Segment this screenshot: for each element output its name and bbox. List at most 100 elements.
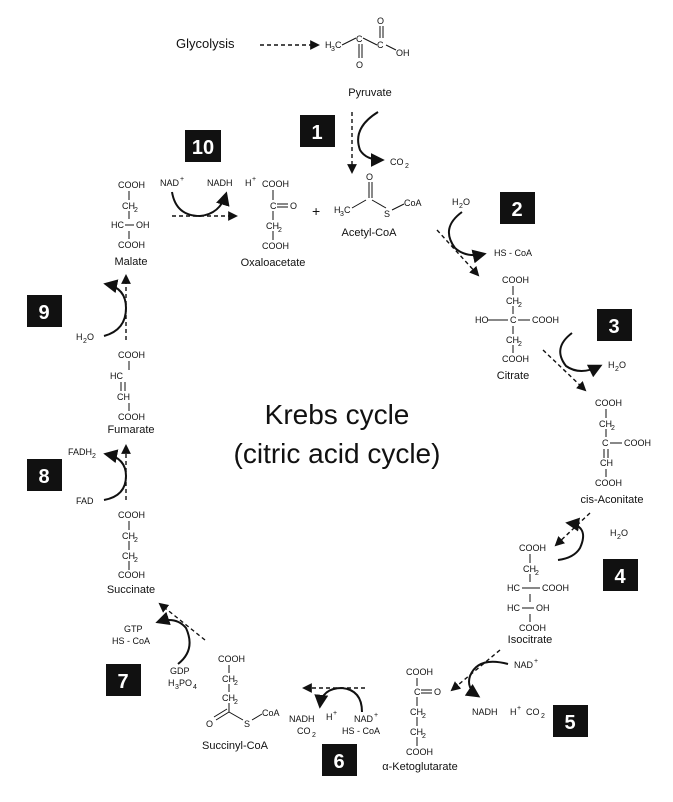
svg-text:O: O (619, 360, 626, 370)
step-4-arc (557, 517, 584, 561)
svg-text:C: C (510, 315, 517, 325)
svg-text:C: C (356, 34, 363, 44)
step-5-badge (553, 705, 588, 737)
svg-text:C: C (270, 201, 277, 211)
svg-text:2: 2 (83, 338, 87, 345)
svg-text:COOH: COOH (519, 623, 546, 633)
step-3-h2o: H (608, 360, 615, 370)
isocitrate-label: Isocitrate (508, 634, 553, 646)
svg-text:COOH: COOH (118, 412, 145, 422)
svg-text:H: H (245, 178, 252, 188)
step-6-hscoa: HS - CoA (342, 726, 380, 736)
succinate-structure: COOH CH 2 CH 2 COOH (118, 510, 145, 580)
svg-text:+: + (252, 176, 256, 183)
svg-text:CH: CH (222, 674, 235, 684)
step-5-arc (464, 660, 509, 698)
svg-text:O: O (87, 332, 94, 342)
pyruvate-structure: H 3 C C C O O OH (325, 16, 410, 70)
svg-text:H: H (510, 707, 517, 717)
step-10-badge (185, 130, 221, 162)
step-8-arc (103, 449, 128, 501)
pyruvate-label: Pyruvate (348, 87, 391, 99)
step-10-nadh: NADH (207, 178, 233, 188)
svg-text:COOH: COOH (532, 315, 559, 325)
svg-text:COOH: COOH (406, 667, 433, 677)
svg-text:OH: OH (136, 220, 150, 230)
svg-text:HC: HC (110, 371, 123, 381)
svg-text:CH: CH (122, 201, 135, 211)
plus-sign: + (312, 203, 320, 219)
step-5-co2: CO (526, 707, 540, 717)
svg-text:COOH: COOH (542, 583, 569, 593)
svg-text:3: 3 (331, 46, 335, 53)
diagram-title: Krebs cycle (265, 399, 410, 430)
svg-text:CH: CH (266, 221, 279, 231)
step-1-badge (300, 115, 335, 147)
step-10-nad: NAD (160, 178, 180, 188)
svg-text:O: O (621, 528, 628, 538)
glycolysis-label: Glycolysis (176, 36, 235, 51)
svg-text:HC: HC (507, 583, 520, 593)
svg-text:C: C (414, 687, 421, 697)
step-4-number: 4 (614, 566, 626, 588)
step-1-number: 1 (311, 122, 322, 144)
oxaloacetate-structure: COOH C O CH 2 COOH (262, 179, 297, 251)
step-3-arc (559, 332, 603, 378)
svg-text:C: C (335, 40, 342, 50)
malate-label: Malate (114, 256, 147, 268)
svg-text:CH: CH (117, 392, 130, 402)
svg-text:O: O (463, 197, 470, 207)
step-2-h2o: H (452, 197, 459, 207)
svg-text:HO: HO (475, 315, 489, 325)
step-7-number: 7 (117, 671, 128, 693)
malate-structure: COOH CH 2 HC OH COOH (111, 180, 150, 250)
svg-text:CH: CH (222, 693, 235, 703)
step-6-badge (322, 744, 357, 776)
step-7-gtp: GTP (124, 624, 143, 634)
svg-text:3: 3 (175, 684, 179, 691)
svg-text:COOH: COOH (118, 350, 145, 360)
svg-text:H: H (334, 205, 341, 215)
step-3-badge (597, 309, 632, 341)
step-10-number: 10 (192, 137, 214, 159)
step-7-hscoa: HS - CoA (112, 636, 150, 646)
step-4-h2o: H (610, 528, 617, 538)
step-3-flow (542, 349, 587, 392)
cis-aconitate-label: cis-Aconitate (581, 494, 644, 506)
step-6-nadh: NADH (289, 714, 315, 724)
svg-text:+: + (534, 658, 538, 665)
svg-text:S: S (384, 209, 390, 219)
step-5-nad: NAD (514, 660, 534, 670)
step-5-number: 5 (564, 712, 575, 734)
citrate-label: Citrate (497, 370, 529, 382)
step-4-flow (554, 512, 591, 547)
svg-text:2: 2 (535, 570, 539, 577)
step-9-number: 9 (38, 302, 49, 324)
svg-text:2: 2 (422, 733, 426, 740)
svg-text:COOH: COOH (502, 354, 529, 364)
svg-text:O: O (366, 172, 373, 182)
svg-text:+: + (517, 705, 521, 712)
svg-text:CH: CH (506, 296, 519, 306)
step-7-badge (106, 664, 141, 696)
svg-text:2: 2 (134, 537, 138, 544)
step-8-fad: FAD (76, 496, 94, 506)
svg-text:COOH: COOH (118, 180, 145, 190)
step-7-gdp: GDP (170, 666, 190, 676)
step-9-badge (27, 295, 62, 327)
step-3-number: 3 (608, 316, 619, 338)
step-6-number: 6 (333, 751, 344, 773)
cis-aconitate-structure: COOH CH 2 C COOH CH COOH (595, 398, 651, 488)
step-6-nad: NAD (354, 714, 374, 724)
svg-text:COOH: COOH (624, 438, 651, 448)
svg-text:CH: CH (506, 335, 519, 345)
alpha-ketoglutarate-label: α-Ketoglutarate (382, 761, 457, 773)
svg-text:COOH: COOH (595, 478, 622, 488)
svg-text:H: H (326, 712, 333, 722)
step-7-flow (158, 602, 206, 641)
svg-text:S: S (244, 719, 250, 729)
step-9-arc (103, 279, 128, 337)
svg-text:COOH: COOH (262, 179, 289, 189)
step-7-h3po4: H (168, 678, 175, 688)
